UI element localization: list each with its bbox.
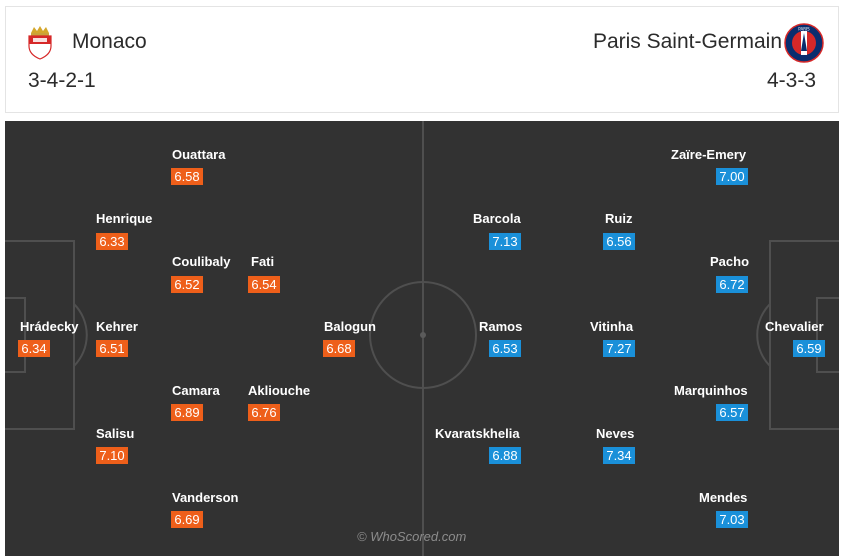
player-name: Hrádecky: [20, 319, 79, 334]
player-name: Neves: [596, 426, 635, 441]
whoscored-watermark: © WhoScored.com: [357, 529, 467, 544]
player-name: Ouattara: [172, 147, 226, 162]
player-rating: 7.10: [96, 447, 128, 464]
player-name: Fati: [251, 254, 275, 269]
player-name: Vanderson: [172, 490, 239, 505]
psg-crest-icon: PARIS: [784, 23, 824, 63]
player-rating: 6.69: [171, 511, 203, 528]
player-rating: 6.54: [248, 276, 280, 293]
player-rating: 6.76: [248, 404, 280, 421]
player-name: Mendes: [699, 490, 748, 505]
monaco-crest-icon: [28, 26, 52, 60]
home-team-name[interactable]: Monaco: [72, 30, 147, 53]
player-rating: 6.88: [489, 447, 521, 464]
player-name: Zaïre-Emery: [671, 147, 747, 162]
match-header: Monaco 3-4-2-1 Paris Saint-Germain PARIS…: [5, 6, 839, 113]
pitch: Hrádecky 6.34 Henrique 6.33 Kehrer 6.51 …: [5, 121, 839, 556]
player-name: Vitinha: [590, 319, 634, 334]
player-rating: 7.00: [716, 168, 748, 185]
player-rating: 6.59: [793, 340, 825, 357]
player-name: Barcola: [473, 211, 521, 226]
player-rating: 6.56: [603, 233, 635, 250]
player-rating: 6.53: [489, 340, 521, 357]
player-name: Akliouche: [248, 383, 311, 398]
player-rating: 6.58: [171, 168, 203, 185]
player-name: Ramos: [479, 319, 523, 334]
player-rating: 7.34: [603, 447, 635, 464]
player-name: Ruiz: [605, 211, 633, 226]
player-rating: 7.03: [716, 511, 748, 528]
away-formation: 4-3-3: [766, 69, 816, 92]
player-rating: 7.27: [603, 340, 635, 357]
player-name: Balogun: [324, 319, 376, 334]
svg-text:PARIS: PARIS: [798, 27, 810, 32]
player-rating: 6.33: [96, 233, 128, 250]
player-name: Chevalier: [765, 319, 824, 334]
player-rating: 6.34: [18, 340, 50, 357]
player-rating: 7.13: [489, 233, 521, 250]
player-rating: 6.57: [716, 404, 748, 421]
player-name: Kehrer: [96, 319, 138, 334]
home-formation: 3-4-2-1: [28, 69, 96, 92]
player-name: Kvaratskhelia: [435, 426, 520, 441]
player-rating: 6.89: [171, 404, 203, 421]
player-name: Henrique: [96, 211, 153, 226]
player-name: Coulibaly: [172, 254, 231, 269]
player-name: Pacho: [710, 254, 750, 269]
pitch-markings: [5, 121, 839, 556]
away-team-name[interactable]: Paris Saint-Germain: [592, 30, 782, 53]
player-name: Salisu: [96, 426, 135, 441]
player-name: Camara: [172, 383, 220, 398]
player-rating: 6.68: [323, 340, 355, 357]
player-rating: 6.72: [716, 276, 748, 293]
player-name: Marquinhos: [674, 383, 748, 398]
player-rating: 6.51: [96, 340, 128, 357]
player-rating: 6.52: [171, 276, 203, 293]
